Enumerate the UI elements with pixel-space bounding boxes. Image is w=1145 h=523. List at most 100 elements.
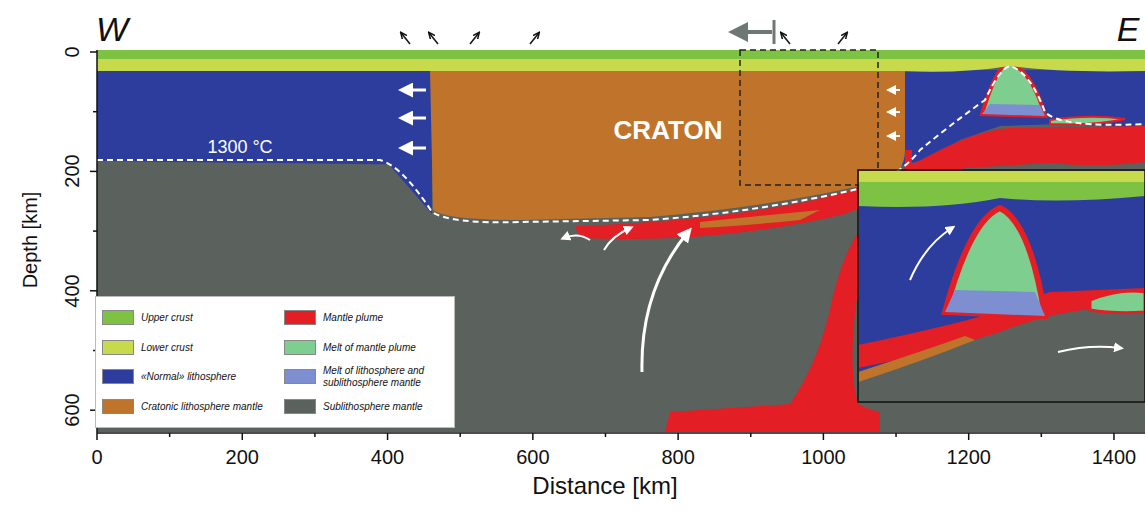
legend-entry: Lower crust [102,333,278,363]
legend-swatch [102,310,134,325]
tick-label: 200 [226,446,259,468]
tick-label: 200 [61,155,83,188]
tick-label: 0 [91,446,102,468]
x-tick [532,433,534,440]
plume-melt-lens [1090,291,1145,313]
axis-title: Depth [km] [19,192,41,289]
legend-entry: «Normal» lithosphere [102,362,278,392]
isotherm-label: 1300 °C [207,138,272,158]
x-tick [242,433,244,440]
legend-label: Sublithosphere mantle [323,401,423,413]
tick-label: 400 [61,274,83,307]
legend-swatch [102,399,134,414]
x-tick [459,433,461,437]
motion-arrow-bar [773,20,776,44]
flow-arrow [404,89,426,92]
motion-arrow [728,20,774,44]
craton-region: CRATON [604,109,733,152]
uplift-arrow [430,34,438,44]
x-tick [314,433,316,437]
x-tick [387,433,389,440]
tick-label: 1400 [1092,446,1137,468]
uplift-arrow [470,34,478,44]
x-tick [895,433,897,437]
flow-arrow [404,147,426,150]
flow-arrow [910,228,952,280]
upper-crust [859,182,1145,207]
y-tick [93,230,97,232]
y-tick [93,111,97,113]
x-tick [750,433,752,437]
flow-arrow [404,117,426,120]
inset-frame [858,170,1145,402]
legend-label: Lower crust [141,342,193,354]
region-label: CRATON [614,115,723,146]
y-tick [90,171,97,173]
zoom-frame [740,50,878,185]
legend-entry: Mantle plume [284,303,454,333]
x-tick [677,433,679,440]
tick-label: 0 [61,46,83,57]
x-tick [1041,433,1043,437]
legend-swatch [284,340,316,355]
x-tick [96,433,98,440]
x-tick [169,433,171,437]
uplift-arrow [530,34,538,44]
legend-entry: Melt of mantle plume [284,333,454,363]
uplift-arrow [838,34,846,44]
uplift-arrow [402,34,410,44]
plume-melt [945,208,1045,316]
plume-channel [859,288,1145,368]
uplift-arrow [782,34,790,44]
plume-rim [905,150,912,172]
tick-label: 1200 [946,446,991,468]
x-tick [823,433,825,440]
x-axis [97,432,1145,434]
legend-entry: Upper crust [102,303,278,333]
legend-swatch [284,369,316,384]
x-tick [968,433,970,440]
flow-arrow [890,111,900,113]
direction-label: E [1117,11,1140,48]
legend-swatch [102,340,134,355]
plume-melt [982,62,1045,116]
mixed-melt [945,290,1045,316]
axis-title: Distance [km] [532,473,677,499]
lower-crust [859,171,1145,182]
tick-label: 600 [61,394,83,427]
legend-swatch [102,369,134,384]
flow-arrow [890,89,900,91]
flow-arrow [604,228,630,250]
y-tick [90,51,97,53]
tick-label: 600 [516,446,549,468]
x-tick [605,433,607,437]
legend: Upper crustLower crust «Normal» lithosphe… [95,296,455,428]
mixed-melt [982,104,1045,116]
motion-arrow-head [728,22,772,42]
lower-crust [97,59,1145,72]
legend-label: «Normal» lithosphere [141,371,236,383]
legend-label: Upper crust [141,312,193,324]
legend-entry: Cratonic lithosphere mantle [102,392,278,422]
flow-arrow [890,135,900,137]
cratonic-sliver [859,336,975,382]
flow-arrow [564,235,590,240]
legend-entry: Melt of lithosphere and sublithosphere m… [284,362,454,392]
legend-label: Melt of lithosphere and sublithosphere m… [323,365,454,388]
y-tick [90,290,97,292]
isotherm-line [97,66,1145,222]
legend-label: Cratonic lithosphere mantle [141,401,263,413]
legend-label: Mantle plume [323,312,383,324]
upper-crust [97,50,1145,59]
normal-lithosphere [385,160,432,214]
legend-swatch [284,399,316,414]
tick-label: 400 [371,446,404,468]
x-tick [1113,433,1115,440]
axis-ticks [90,52,1114,440]
tick-label: 800 [661,446,694,468]
legend-swatch [284,310,316,325]
flow-arrow [1058,347,1120,352]
legend-entry: Sublithosphere mantle [284,392,454,422]
